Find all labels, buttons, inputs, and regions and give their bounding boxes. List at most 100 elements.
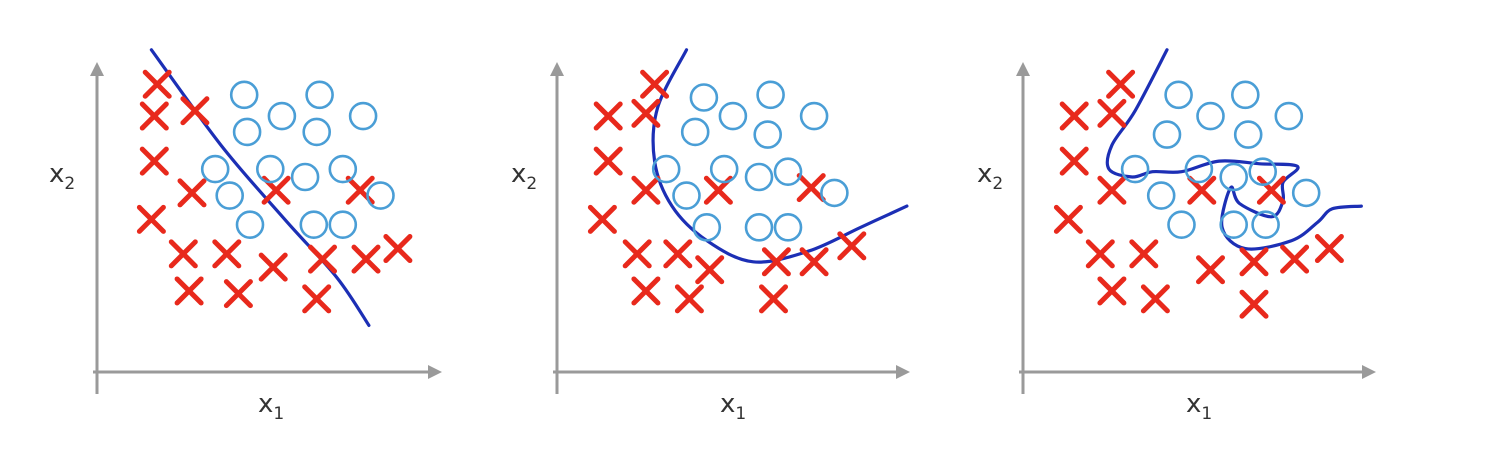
cross-marker	[1129, 239, 1159, 269]
cross-marker	[212, 239, 242, 269]
cross-stroke	[261, 175, 291, 205]
cross-stroke	[1256, 175, 1286, 205]
cross-marker	[136, 204, 166, 234]
circle-marker	[348, 101, 378, 131]
boundary-layer	[1105, 48, 1363, 251]
circle-marker	[718, 101, 748, 131]
circle-marker	[753, 120, 783, 149]
cross-marker	[631, 98, 661, 128]
cross-marker	[631, 276, 661, 306]
circle-marker	[200, 154, 230, 184]
cross-stroke	[1097, 276, 1127, 306]
circle-marker	[1274, 101, 1304, 131]
cross-marker	[640, 69, 670, 99]
markers	[587, 69, 867, 314]
cross-marker	[1314, 234, 1344, 264]
cross-marker	[695, 255, 725, 285]
markers	[136, 69, 413, 314]
cross-stroke	[799, 247, 829, 277]
cross-marker	[139, 101, 169, 131]
cross-marker	[1085, 239, 1115, 269]
circle-marker	[1233, 120, 1263, 149]
y-axis-arrow	[550, 62, 564, 76]
x-axis-label: x1	[1186, 389, 1212, 424]
cross-marker	[351, 244, 381, 274]
cross-marker	[1239, 289, 1269, 319]
cross-stroke	[1097, 175, 1127, 205]
y-axis-arrow	[90, 62, 104, 76]
circle-marker	[1184, 154, 1214, 184]
decision-boundary	[651, 48, 909, 264]
circle-marker	[756, 80, 785, 110]
cross-stroke	[759, 284, 788, 314]
circle-marker	[1251, 210, 1280, 239]
x-axis-arrow	[1362, 365, 1376, 379]
circle-marker	[1164, 80, 1193, 110]
circle-marker	[1219, 162, 1248, 192]
circle-marker	[773, 157, 803, 186]
circle-marker	[299, 210, 329, 239]
cross-stroke	[796, 173, 826, 203]
circle-marker	[255, 154, 285, 184]
circle-marker	[680, 117, 710, 147]
cross-stroke	[351, 244, 381, 274]
cross-marker	[1140, 284, 1170, 314]
circle-marker	[328, 154, 358, 184]
cross-marker	[674, 284, 704, 314]
y-axis-label: x2	[977, 159, 1003, 194]
cross-marker	[174, 276, 204, 306]
cross-stroke	[1106, 69, 1136, 99]
cross-stroke	[593, 146, 623, 176]
cross-stroke	[177, 178, 207, 208]
cross-stroke	[674, 284, 704, 314]
cross-stroke	[1239, 289, 1269, 319]
cross-marker	[177, 178, 207, 208]
cross-marker	[761, 247, 791, 277]
cross-stroke	[1129, 239, 1159, 269]
cross-stroke	[142, 69, 172, 99]
circle-marker	[820, 178, 849, 208]
cross-marker	[587, 204, 617, 234]
y-axis-label: x2	[511, 159, 537, 194]
cross-marker	[796, 173, 826, 203]
circle-marker	[1231, 80, 1260, 110]
x-axis-arrow	[428, 365, 442, 379]
circle-marker	[229, 80, 259, 110]
circle-marker	[366, 181, 395, 210]
circle-marker	[672, 181, 701, 210]
circle-marker	[290, 162, 320, 192]
cross-stroke	[695, 255, 725, 285]
circle-marker	[744, 162, 774, 192]
cross-marker	[1239, 247, 1269, 277]
cross-marker	[1256, 175, 1286, 205]
cross-stroke	[622, 239, 652, 269]
axes	[1016, 62, 1376, 394]
cross-stroke	[663, 239, 693, 269]
circle-marker	[267, 101, 297, 131]
cross-marker	[593, 101, 623, 131]
boundary-layer	[651, 48, 909, 264]
cross-marker	[302, 284, 332, 314]
cross-marker	[837, 231, 867, 261]
cross-marker	[1097, 98, 1127, 128]
cross-stroke	[139, 101, 169, 131]
cross-stroke	[1059, 101, 1089, 131]
cross-stroke	[383, 234, 413, 264]
cross-marker	[1053, 204, 1083, 234]
circle-marker	[799, 101, 829, 131]
cross-stroke	[837, 231, 867, 261]
cross-marker	[1097, 276, 1127, 306]
circle-marker	[305, 80, 334, 110]
cross-stroke	[631, 175, 661, 205]
circle-marker	[1196, 101, 1225, 131]
cross-stroke	[174, 276, 204, 306]
cross-marker	[631, 175, 661, 205]
cross-stroke	[1280, 244, 1310, 274]
cross-stroke	[212, 239, 242, 269]
cross-stroke	[136, 204, 166, 234]
cross-marker	[1097, 175, 1127, 205]
circle-marker	[1146, 181, 1176, 210]
cross-stroke	[1314, 234, 1344, 264]
cross-marker	[139, 146, 169, 176]
cross-stroke	[1196, 255, 1225, 285]
